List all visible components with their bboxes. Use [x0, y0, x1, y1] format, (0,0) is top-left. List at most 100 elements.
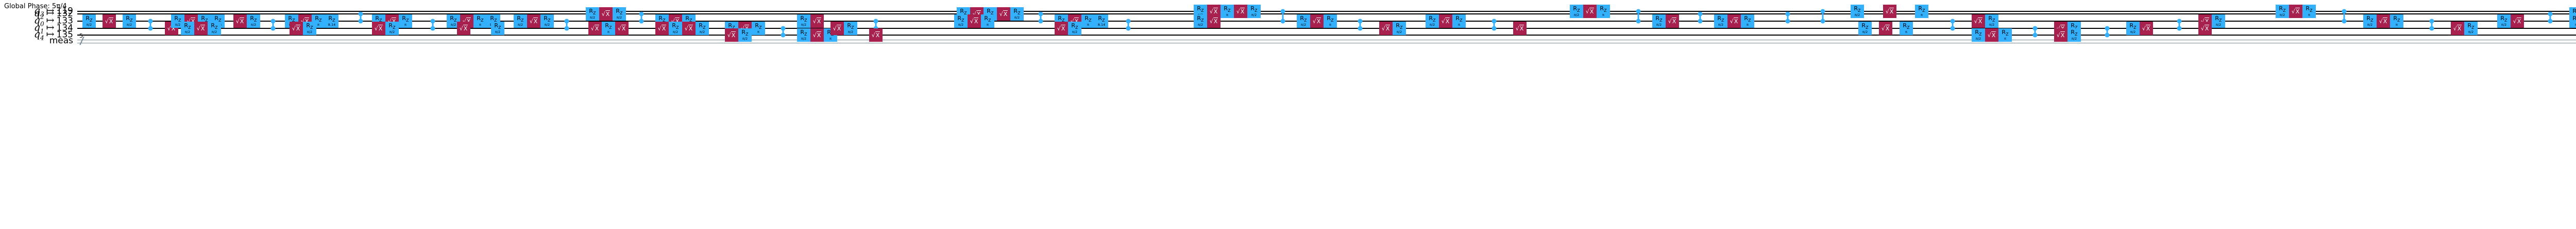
cz-control-dot[interactable]	[270, 26, 276, 31]
cz-control-dot[interactable]	[148, 26, 153, 31]
sx-gate[interactable]: √X	[1439, 14, 1452, 28]
cz-control-dot[interactable]	[1785, 11, 1790, 17]
cz-control-dot[interactable]	[1698, 11, 1703, 17]
cz-link[interactable]	[1359, 21, 1361, 28]
sx-gate[interactable]: √X	[655, 22, 669, 35]
cz-control-dot[interactable]	[1038, 11, 1043, 17]
cz-link[interactable]	[1952, 21, 1954, 28]
cz-control-dot[interactable]	[2429, 19, 2434, 24]
cz-control-dot[interactable]	[1280, 19, 1285, 24]
cz-control-dot[interactable]	[781, 26, 786, 31]
cz-link[interactable]	[875, 21, 877, 28]
cz-link[interactable]	[566, 21, 568, 28]
cz-control-dot[interactable]	[2105, 32, 2110, 38]
cz-control-dot[interactable]	[430, 26, 435, 31]
sx-gate[interactable]: √X	[1583, 5, 1597, 18]
sx-gate[interactable]: √X	[290, 22, 303, 35]
cz-control-dot[interactable]	[1492, 26, 1497, 31]
sx-gate[interactable]: √X	[599, 7, 613, 21]
cz-control-dot[interactable]	[1820, 9, 1825, 14]
cz-link[interactable]	[1127, 21, 1129, 28]
cz-control-dot[interactable]	[148, 19, 153, 24]
sx-gate[interactable]: √X	[1727, 14, 1741, 28]
cz-link[interactable]	[2549, 14, 2551, 21]
sx-gate[interactable]: √X	[615, 22, 629, 35]
cz-link[interactable]	[1493, 21, 1495, 28]
sx-gate[interactable]: √X	[1207, 14, 1221, 28]
cz-link[interactable]	[640, 14, 642, 21]
sx-gate[interactable]: √X	[1883, 5, 1896, 18]
sx-gate[interactable]: √X	[1972, 14, 1985, 28]
sx-gate[interactable]: √X	[194, 22, 208, 35]
cz-link[interactable]	[360, 14, 362, 21]
cz-control-dot[interactable]	[270, 19, 276, 24]
cz-link[interactable]	[1787, 14, 1789, 21]
sx-gate[interactable]: √X	[372, 22, 385, 35]
cz-control-dot[interactable]	[2105, 26, 2110, 31]
cz-control-dot[interactable]	[639, 19, 644, 24]
cz-link[interactable]	[272, 21, 274, 28]
cz-control-dot[interactable]	[1492, 19, 1497, 24]
cz-control-dot[interactable]	[1358, 19, 1363, 24]
cz-control-dot[interactable]	[1636, 19, 1641, 24]
cz-link[interactable]	[2431, 21, 2433, 28]
sx-gate[interactable]: √X	[810, 14, 824, 28]
cz-control-dot[interactable]	[781, 32, 786, 38]
cz-control-dot[interactable]	[564, 26, 569, 31]
sx-gate[interactable]: √X	[2140, 22, 2153, 35]
rz-gate[interactable]: RZπ	[2569, 14, 2576, 28]
sx-gate[interactable]: √X	[1234, 5, 1247, 18]
sx-gate[interactable]: √X	[968, 14, 981, 28]
sx-gate[interactable]: √X	[2054, 28, 2067, 42]
cz-link[interactable]	[1282, 11, 1284, 21]
cz-control-dot[interactable]	[1950, 19, 1955, 24]
cz-control-dot[interactable]	[1358, 26, 1363, 31]
sx-gate[interactable]: √X	[2289, 5, 2302, 18]
sx-gate[interactable]: √X	[1310, 14, 1324, 28]
sx-gate[interactable]: √X	[725, 28, 738, 42]
sx-gate[interactable]: √X	[2511, 14, 2524, 28]
sx-gate[interactable]: √X	[233, 14, 247, 28]
cz-control-dot[interactable]	[430, 19, 435, 24]
sx-gate[interactable]: √X	[1985, 28, 1998, 42]
cz-link[interactable]	[1040, 14, 1042, 21]
